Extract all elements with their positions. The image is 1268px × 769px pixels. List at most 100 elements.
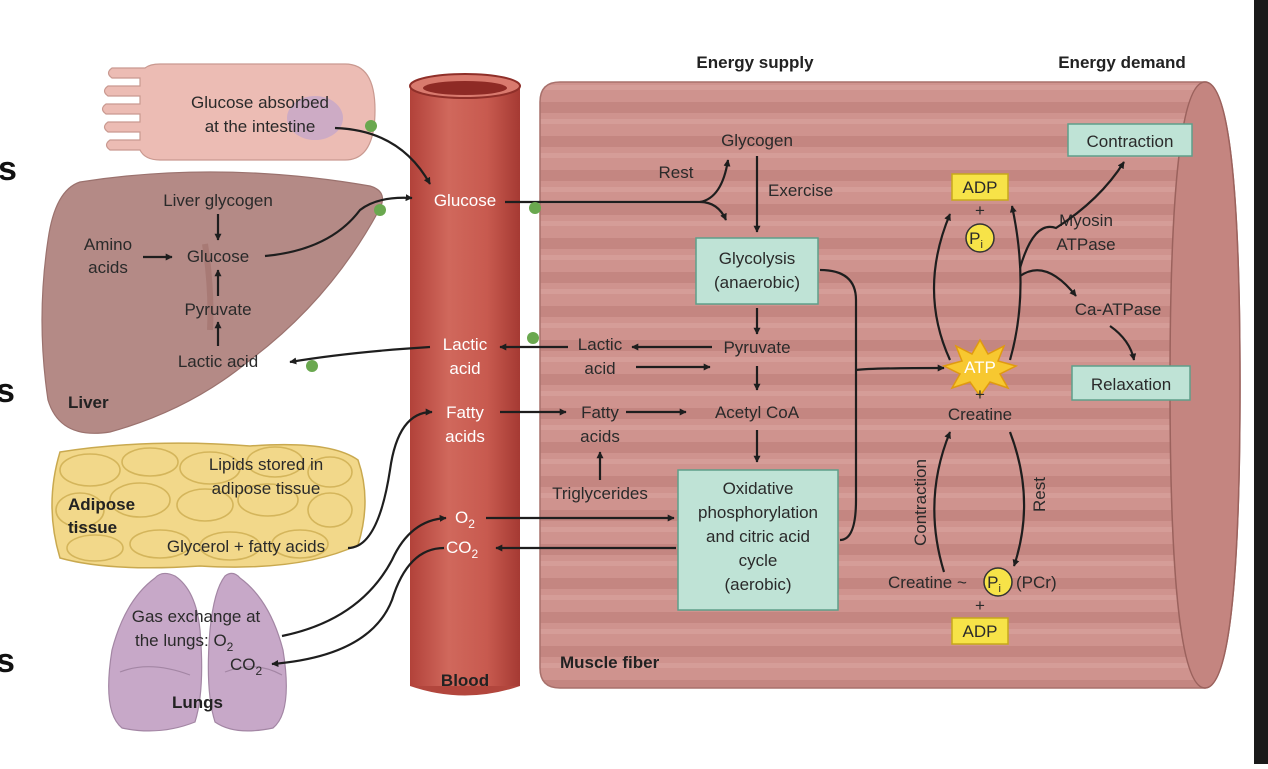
arrow-contraction-pcr-to-creatine: [933, 431, 952, 573]
blood-labels: Glucose Lactic acid Fatty acids O2 CO2: [434, 191, 496, 561]
edge-mark-3: s: [0, 642, 15, 680]
rest-vertical-label: Rest: [1030, 477, 1049, 512]
flow-arrows: [143, 126, 1137, 667]
junction-dots: [306, 120, 541, 372]
arrow-adp-to-atp-left: [932, 213, 952, 361]
lipids-label-line1: Lipids stored in: [209, 455, 323, 474]
junction-dot-liver-glucose: [374, 204, 386, 216]
blood-o2-subscript: 2: [468, 517, 475, 531]
adipose-title-line1: Adipose: [68, 495, 135, 514]
lungs-title: Lungs: [172, 693, 223, 712]
muscle-lactic-label-line1: Lactic: [578, 335, 623, 354]
pi-bottom-circle: [983, 567, 1013, 597]
contraction-label: Contraction: [1087, 132, 1174, 151]
myosin-label-line2: ATPase: [1056, 235, 1115, 254]
relaxation-box: [1071, 365, 1191, 401]
lipids-label-line2: adipose tissue: [212, 479, 321, 498]
rest-label: Rest: [659, 163, 694, 182]
contraction-vertical-label: Contraction: [911, 459, 930, 546]
arrow-lungs-o2-to-blood: [281, 514, 447, 638]
blood-vessel: Blood: [409, 73, 521, 696]
pi-bottom-label: Pi: [987, 573, 1001, 595]
arrow-ca-to-relaxation: [1109, 325, 1137, 361]
gas-exchange-line2: the lungs: O2: [135, 631, 234, 654]
pi-bottom-subscript: i: [998, 583, 1000, 595]
blood-fatty-label-line1: Fatty: [446, 403, 484, 422]
adp-top-label: ADP: [963, 178, 998, 197]
liver: Liver Liver glycogen Amino acids Glucose…: [41, 171, 384, 434]
lungs: Lungs Gas exchange at the lungs: O2 CO2: [108, 572, 287, 732]
pi-top-label: Pi: [969, 229, 983, 251]
blood-co2-subscript: 2: [472, 547, 479, 561]
blood-co2-text: CO: [446, 538, 472, 557]
ca-atpase-label: Ca-ATPase: [1075, 300, 1162, 319]
edge-mark-1: s: [0, 150, 17, 188]
liver-pyruvate-label: Pyruvate: [184, 300, 251, 319]
blood-lactic-label-line2: acid: [449, 359, 480, 378]
arrow-liver-to-blood: [264, 194, 413, 258]
lungs-co2-text: CO: [230, 655, 256, 674]
lungs-co2-label: CO2: [230, 655, 263, 678]
adp-bottom-box: [951, 617, 1009, 645]
blood-fatty-label-line2: acids: [445, 427, 485, 446]
arrow-blood-co2-to-lungs: [271, 546, 445, 667]
glycogen-label: Glycogen: [721, 131, 793, 150]
intestine: Glucose absorbed at the intestine: [101, 63, 376, 161]
blood-title: Blood: [441, 671, 489, 690]
adipose-tissue: Adipose tissue Lipids stored in adipose …: [51, 442, 366, 569]
exercise-label: Exercise: [768, 181, 833, 200]
gas-exchange-line1: Gas exchange at: [132, 607, 261, 626]
energy-demand-header: Energy demand: [1058, 53, 1186, 72]
liver-glucose-label: Glucose: [187, 247, 249, 266]
pcr-label: (PCr): [1016, 573, 1057, 592]
oxidative-label-line3: and citric acid: [706, 527, 810, 546]
energy-supply-header: Energy supply: [696, 53, 814, 72]
oxidative-label-line1: Oxidative: [723, 479, 794, 498]
liver-lactic-acid-label: Lactic acid: [178, 352, 258, 371]
atp-star: [941, 338, 1019, 398]
blood-o2-text: O: [455, 508, 468, 527]
liver-title: Liver: [68, 393, 109, 412]
arrow-to-atp: [855, 364, 945, 372]
arrow-to-ca-atpase: [1019, 269, 1077, 297]
gas-exchange-o2-subscript: 2: [227, 640, 234, 654]
arrow-intestine-to-blood: [334, 126, 431, 185]
junction-dot-intestine: [365, 120, 377, 132]
lungs-co2-subscript: 2: [256, 664, 263, 678]
muscle-fatty-label-line1: Fatty: [581, 403, 619, 422]
arrow-myosin-to-contraction: [1018, 161, 1125, 269]
blood-glucose-label: Glucose: [434, 191, 496, 210]
arrow-atp-to-adp-right: [1008, 205, 1022, 361]
edge-mark-2: s: [0, 372, 15, 410]
glycolysis-box: [695, 237, 819, 305]
plus-bottom: +: [975, 596, 985, 615]
oxidative-box: [677, 469, 839, 611]
plus-atp: +: [975, 385, 985, 404]
glycerol-fatty-acids-label: Glycerol + fatty acids: [167, 537, 325, 556]
adp-bottom-label: ADP: [963, 622, 998, 641]
amino-acids-label-line1: Amino: [84, 235, 132, 254]
blood-co2-label: CO2: [446, 538, 479, 561]
oxidative-label-line4: cycle: [739, 551, 778, 570]
gas-exchange-line2-text: the lungs: O: [135, 631, 227, 650]
intestine-label-line2: at the intestine: [205, 117, 316, 136]
glycolysis-label-line1: Glycolysis: [719, 249, 796, 268]
junction-dot-liver-lactic: [306, 360, 318, 372]
glycolysis-label-line2: (anaerobic): [714, 273, 800, 292]
pi-bottom-text: P: [987, 573, 998, 592]
muscle-lactic-label-line2: acid: [584, 359, 615, 378]
pi-top-circle: [965, 223, 995, 253]
acetyl-coa-label: Acetyl CoA: [715, 403, 800, 422]
energy-supply-pathways: Glycogen Rest Exercise Glycolysis (anaer…: [552, 131, 839, 611]
pi-top-text: P: [969, 229, 980, 248]
arrow-adipose-to-blood: [347, 408, 433, 550]
junction-dot-muscle-lactic: [527, 332, 539, 344]
arrow-rest-to-glycogen: [699, 159, 731, 204]
arrow-blood-lactic-to-liver: [289, 345, 431, 365]
plus-top: +: [975, 201, 985, 220]
contraction-box: [1067, 123, 1193, 157]
triglycerides-label: Triglycerides: [552, 484, 648, 503]
arrow-supply-merge: [819, 268, 858, 542]
